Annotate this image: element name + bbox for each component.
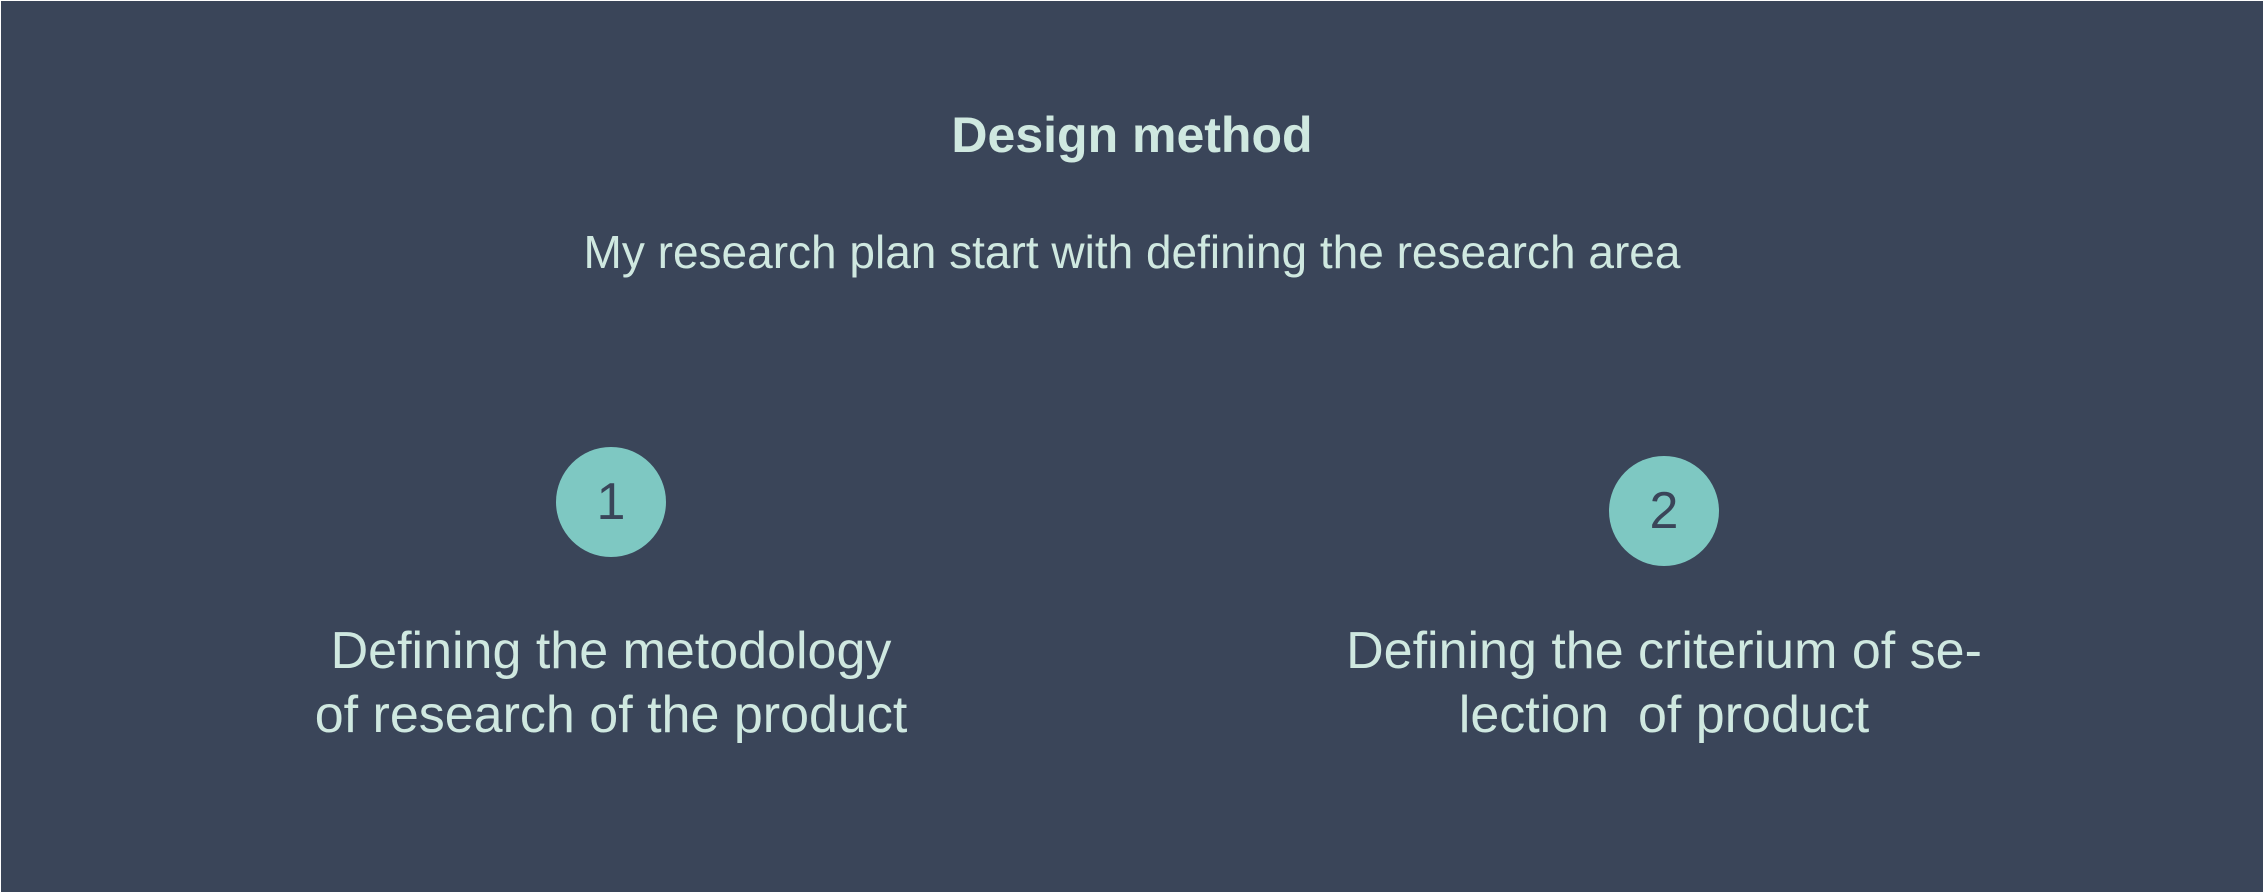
step-1-description: Defining the metodology of research of t… <box>231 619 991 747</box>
step-1-line-2: of research of the product <box>314 686 908 744</box>
step-2-line-2: lection of product <box>1458 686 1870 744</box>
step-2-line-1: Defining the criterium of se- <box>1346 622 1982 680</box>
slide-subtitle: My research plan start with defining the… <box>583 226 1681 278</box>
step-1-number-badge: 1 <box>556 447 666 557</box>
slide-title: Design method <box>951 107 1313 163</box>
step-2-description: Defining the criterium of se- lection of… <box>1284 619 2044 747</box>
step-2-number-badge: 2 <box>1609 456 1719 566</box>
step-1-line-1: Defining the metodology <box>330 622 892 680</box>
